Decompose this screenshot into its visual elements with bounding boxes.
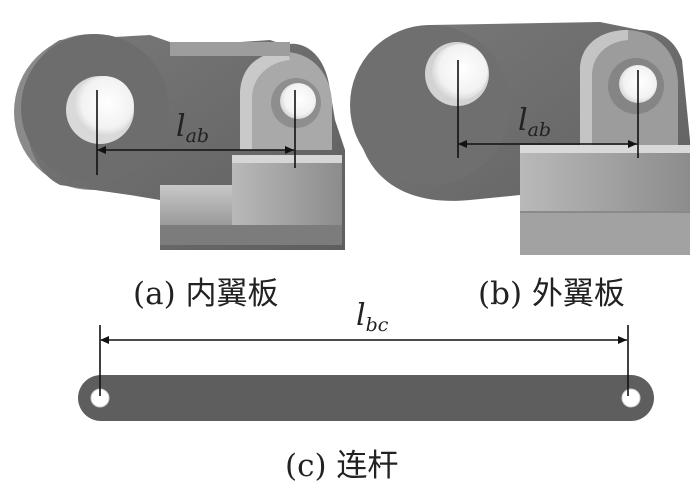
outer-wing-plate: lab — [350, 22, 690, 255]
rod-dim-label: lbc — [356, 298, 389, 336]
caption-connecting-rod: (c) 连杆 — [285, 448, 399, 484]
inner-plate-lower-block-left — [160, 185, 240, 225]
inner-plate-left-hole — [74, 76, 134, 136]
connecting-rod: lbc — [78, 298, 654, 421]
outer-plate-dim-label: lab — [518, 103, 551, 141]
outer-plate-left-hole — [432, 44, 488, 100]
outer-plate-big-lobe — [350, 25, 510, 185]
inner-wing-plate: lab — [14, 34, 345, 250]
caption-outer-wing-plate: (b) 外翼板 — [478, 276, 625, 312]
rod-body — [78, 375, 654, 421]
inner-plate-dim-label: lab — [176, 109, 209, 147]
inner-plate-right-hole — [280, 83, 316, 119]
rod-right-hole — [621, 388, 641, 408]
caption-inner-wing-plate: (a) 内翼板 — [133, 276, 279, 312]
